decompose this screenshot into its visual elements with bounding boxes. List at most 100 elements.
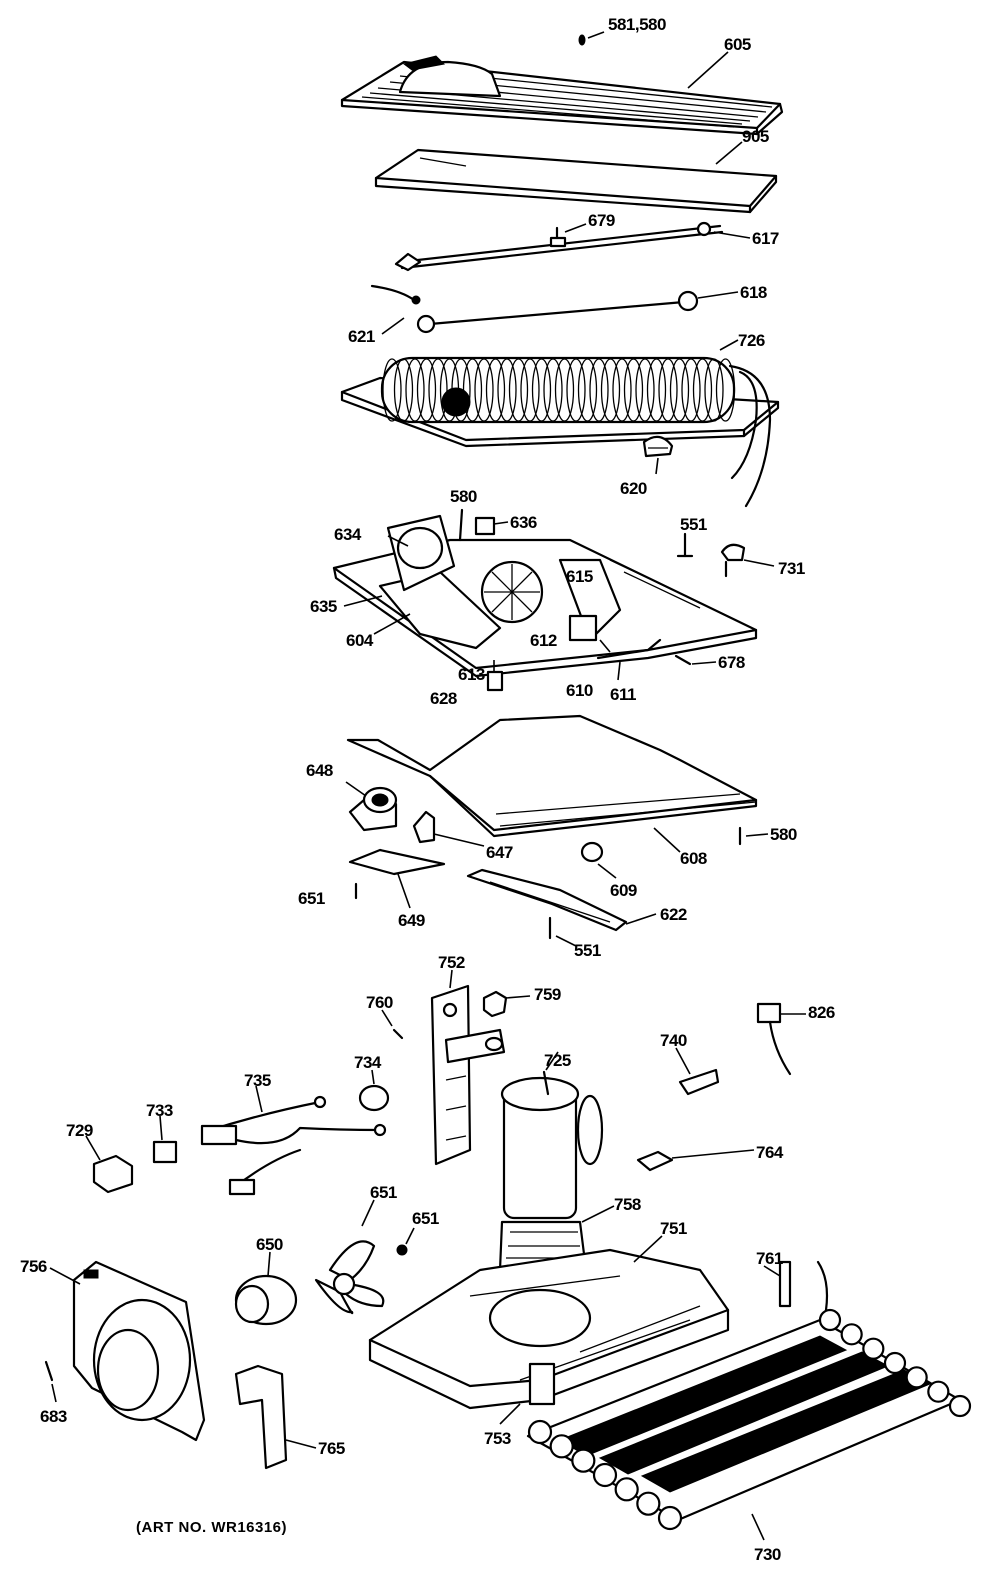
callout-729: 729	[66, 1121, 93, 1140]
part-764-plug	[636, 1149, 755, 1172]
callout-734: 734	[354, 1053, 382, 1072]
coil-winding	[508, 358, 529, 422]
callout-551-a: 551	[680, 515, 707, 534]
coil-winding	[531, 358, 552, 422]
callout-605: 605	[724, 35, 751, 54]
callout-725: 725	[544, 1051, 571, 1070]
part-678-screw	[674, 654, 717, 666]
coil-winding	[566, 358, 586, 422]
callout-635: 635	[310, 597, 337, 616]
condenser-loop	[636, 1491, 661, 1516]
condenser-loop	[905, 1366, 928, 1389]
callout-648: 648	[306, 761, 333, 780]
callout-618: 618	[740, 283, 767, 302]
part-605-cover	[340, 55, 784, 136]
coil-winding	[704, 358, 724, 422]
coil-winding	[474, 358, 494, 422]
callout-905: 905	[742, 127, 769, 146]
coil-winding	[635, 358, 655, 422]
part-735-wire-harness	[200, 1085, 387, 1196]
part-551-screw-a	[676, 532, 694, 558]
part-756-fan-shroud	[72, 1260, 206, 1442]
callout-609: 609	[610, 881, 637, 900]
condenser-loop	[549, 1434, 574, 1459]
coil-winding	[382, 358, 402, 422]
callout-764: 764	[756, 1143, 784, 1162]
part-551-screw-b	[548, 916, 577, 947]
part-608-divider	[346, 714, 758, 838]
callout-735: 735	[244, 1071, 271, 1090]
callout-826: 826	[808, 1003, 835, 1022]
callout-751: 751	[660, 1219, 687, 1238]
callout-730: 730	[754, 1545, 781, 1564]
coil-winding	[485, 358, 506, 422]
part-649-plate	[348, 848, 446, 909]
part-751-base-pan	[368, 1248, 730, 1410]
part-733-capacitor-clip	[152, 1115, 178, 1164]
part-604-tray-assembly	[332, 508, 758, 678]
coil-winding	[600, 358, 621, 422]
part-618-rod	[370, 284, 699, 334]
callout-617: 617	[752, 229, 779, 248]
callout-615: 615	[566, 567, 593, 586]
part-731-clip	[720, 543, 775, 578]
callout-620: 620	[620, 479, 647, 498]
callout-580-b: 580	[770, 825, 797, 844]
callout-628: 628	[430, 689, 457, 708]
callout-612: 612	[530, 631, 557, 650]
part-765-bracket	[234, 1364, 317, 1470]
part-609-knob	[580, 841, 617, 879]
callout-634: 634	[334, 525, 362, 544]
callout-679: 679	[588, 211, 615, 230]
coil-winding	[669, 358, 690, 422]
callout-651-b: 651	[370, 1183, 397, 1202]
part-651-fan-blade	[314, 1199, 385, 1315]
part-730-condenser	[526, 1260, 972, 1531]
part-905-panel	[374, 148, 778, 214]
callout-733: 733	[146, 1101, 173, 1120]
part-760-screw	[381, 1009, 404, 1040]
callout-649: 649	[398, 911, 425, 930]
part-740-relay	[675, 1047, 720, 1096]
part-683-screw	[44, 1360, 57, 1403]
callout-580-a: 580	[450, 487, 477, 506]
condenser-loop	[571, 1448, 596, 1473]
part-580-screw-b	[738, 826, 769, 846]
condenser-loop	[818, 1308, 842, 1332]
coil-winding	[577, 358, 598, 422]
coil-winding	[520, 358, 540, 422]
callout-740: 740	[660, 1031, 687, 1050]
part-761-spacer	[763, 1260, 792, 1308]
part-622-bracket	[466, 868, 657, 932]
callout-761: 761	[756, 1249, 783, 1268]
part-759-fitting	[482, 990, 531, 1018]
callout-611: 611	[610, 685, 636, 704]
callout-621: 621	[348, 327, 375, 346]
callout-760: 760	[366, 993, 393, 1012]
coil-winding	[497, 358, 517, 422]
part-650-fan-motor	[234, 1251, 298, 1326]
callout-756: 756	[20, 1257, 47, 1276]
part-581-screw	[578, 31, 605, 46]
part-725-compressor	[498, 1051, 604, 1272]
coil-winding	[646, 358, 667, 422]
callout-678: 678	[718, 653, 745, 672]
callout-765: 765	[318, 1439, 345, 1458]
callout-651-a: 651	[298, 889, 325, 908]
art-number: (ART NO. WR16316)	[136, 1519, 287, 1536]
condenser-loop	[592, 1462, 618, 1488]
callout-551-b: 551	[574, 941, 601, 960]
part-648-damper	[348, 786, 398, 832]
callout-650: 650	[256, 1235, 283, 1254]
callout-759: 759	[534, 985, 561, 1004]
condenser-loop	[840, 1323, 863, 1346]
coil-winding	[428, 358, 448, 422]
condenser-loop	[527, 1419, 553, 1445]
part-726-evaporator	[340, 356, 780, 508]
callout-758: 758	[614, 1195, 641, 1214]
coil-winding	[681, 358, 701, 422]
callout-610: 610	[566, 681, 593, 700]
coil-winding	[405, 358, 425, 422]
callout-613: 613	[458, 665, 485, 684]
